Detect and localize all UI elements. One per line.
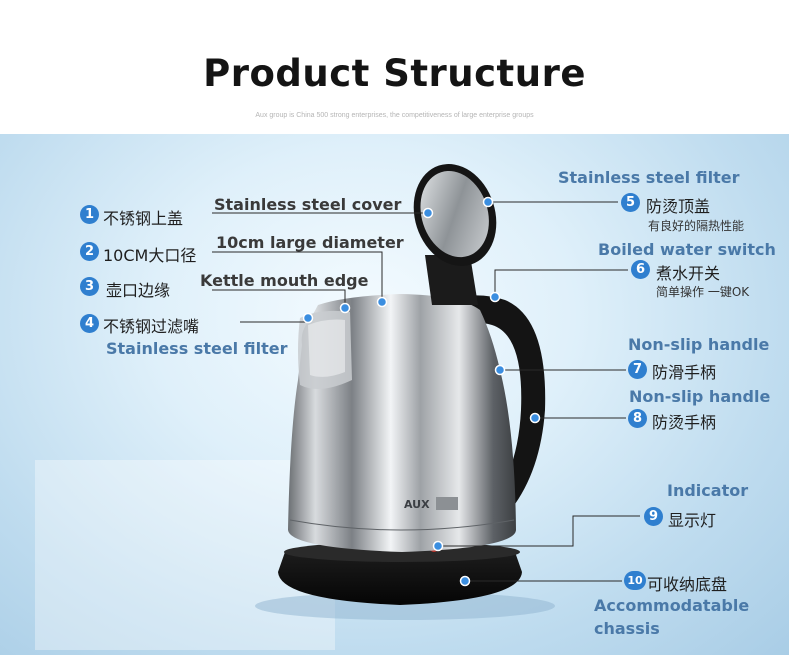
callout-cn-2: 10CM大口径 — [103, 246, 197, 265]
leader-6 — [494, 269, 628, 297]
callout-number-4: 4 — [80, 314, 99, 333]
page-subtitle: Aux group is China 500 strong enterprise… — [255, 112, 534, 119]
callout-dot-10 — [459, 575, 471, 587]
kettle-shadow — [255, 592, 555, 620]
callout-note-5: 有良好的隔热性能 — [648, 219, 745, 233]
callout-number-5: 5 — [621, 193, 640, 212]
callout-en-8: Non-slip handle — [629, 387, 771, 406]
callout-number-10: 10 — [624, 571, 646, 590]
callout-dot-4 — [302, 312, 314, 324]
callout-number-8: 8 — [628, 409, 647, 428]
callout-en-3: Kettle mouth edge — [200, 271, 369, 290]
page-title: Product Structure — [203, 52, 586, 95]
callout-cn-7: 防滑手柄 — [652, 363, 717, 382]
callout-number-9: 9 — [644, 507, 663, 526]
callout-en-9: Indicator — [667, 481, 749, 500]
callout-dot-8 — [529, 412, 541, 424]
callout-cn-6: 煮水开关 — [656, 264, 721, 283]
callout-dot-3 — [339, 302, 351, 314]
callout-number-7: 7 — [628, 360, 647, 379]
callout-note-6: 简单操作 一键OK — [656, 285, 750, 299]
callout-number-2: 2 — [80, 242, 99, 261]
callout-cn-10: 可收纳底盘 — [647, 575, 728, 594]
callout-cn-4: 不锈钢过滤嘴 — [103, 317, 200, 336]
callout-number-3: 3 — [80, 277, 99, 296]
callout-number-6: 6 — [631, 260, 650, 279]
callout-en-2: 10cm large diameter — [216, 233, 404, 252]
lid-steel — [420, 170, 489, 258]
callout-dot-7 — [494, 364, 506, 376]
leader-9 — [438, 515, 640, 547]
callout-en-1: Stainless steel cover — [214, 195, 402, 214]
kettle-base — [278, 552, 522, 605]
callout-cn-8: 防烫手柄 — [652, 413, 717, 432]
callout-dot-1 — [422, 207, 434, 219]
callout-en-7: Non-slip handle — [628, 335, 770, 354]
leader-3 — [212, 289, 346, 308]
body-seam — [289, 519, 515, 531]
callout-number-1: 1 — [80, 205, 99, 224]
callout-cn-1: 不锈钢上盖 — [103, 209, 184, 228]
callout-en-5: Stainless steel filter — [558, 168, 740, 187]
header: Product Structure Aux group is China 500… — [0, 0, 789, 134]
callout-en-10-line1: Accommodatable — [594, 596, 750, 615]
brand-badge — [436, 497, 458, 510]
callout-dot-9 — [432, 540, 444, 552]
callout-cn-5: 防烫顶盖 — [646, 197, 711, 216]
callout-cn-9: 显示灯 — [668, 511, 717, 530]
callout-dot-2 — [376, 296, 388, 308]
callout-dot-6 — [489, 291, 501, 303]
kettle-handle — [455, 295, 546, 520]
lid-hinge — [425, 255, 478, 305]
kettle-brand-text: AUX — [404, 498, 430, 511]
callout-en-4: Stainless steel filter — [106, 339, 288, 358]
callout-dot-5 — [482, 196, 494, 208]
callout-cn-3: 壶口边缘 — [106, 281, 171, 300]
leader-2 — [212, 251, 383, 302]
callout-en-10-line2: chassis — [594, 619, 660, 638]
spout-highlight — [308, 319, 345, 377]
callout-en-6: Boiled water switch — [598, 240, 776, 259]
